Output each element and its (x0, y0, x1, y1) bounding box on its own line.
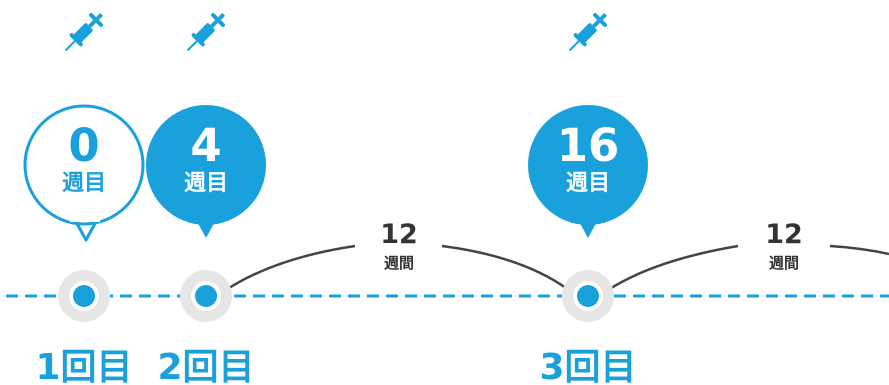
dose-2-week-number: 4 (190, 119, 221, 172)
dose-1-week-unit: 週目 (62, 171, 106, 196)
dose-1-label: 1回目 (35, 347, 132, 385)
interval-2-unit: 週間 (769, 254, 799, 272)
dose-2-label: 2回目 (157, 347, 254, 385)
dose-3-balloon (528, 105, 648, 238)
dose-2-balloon (146, 105, 266, 238)
syringe-icon (59, 7, 109, 57)
interval-1-number: 12 (380, 219, 418, 250)
dose-1-balloon (23, 104, 145, 242)
dose-3-marker (562, 270, 614, 322)
interval-1-unit: 週間 (384, 254, 414, 272)
interval-arc-2 (607, 244, 889, 292)
syringe-icon (563, 7, 613, 57)
dose-3-label: 3回目 (539, 347, 636, 385)
dose-2-marker (180, 270, 232, 322)
dose-2-week-unit: 週目 (184, 171, 228, 196)
syringe-icon (181, 7, 231, 57)
dose-1-week-number: 0 (68, 119, 99, 172)
dose-3-week-unit: 週目 (566, 171, 610, 196)
interval-2-number: 12 (765, 219, 803, 250)
interval-arc-1 (225, 244, 567, 292)
dose-1-marker (58, 270, 110, 322)
dose-3-week-number: 16 (557, 119, 620, 172)
